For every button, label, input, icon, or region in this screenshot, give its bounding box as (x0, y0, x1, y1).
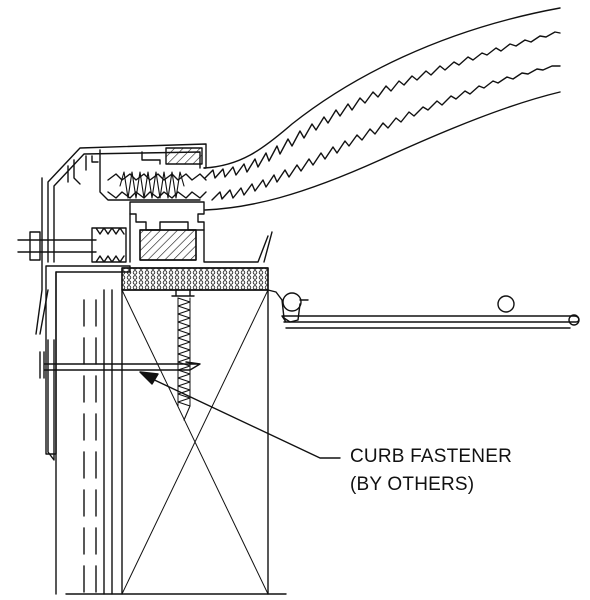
curb-fastener-nail (39, 351, 201, 379)
skirt-flashing (35, 177, 49, 335)
hinge-knuckle (282, 292, 302, 312)
roof-rivet (497, 295, 515, 313)
curb-fastener-arrowhead (139, 371, 159, 385)
callout-line-2: (BY OTHERS) (350, 474, 475, 495)
frame-gasket-zigzag (119, 171, 185, 199)
dome-outer-curve (203, 7, 561, 169)
callout-line-1: CURB FASTENER (350, 446, 513, 467)
thermal-block-outline (139, 229, 197, 261)
wood-curb (121, 289, 269, 595)
dome-upper-sawtooth (204, 31, 561, 179)
frame-gasket-bottom-teeth (107, 191, 207, 199)
dome-lower-sawtooth (211, 65, 561, 201)
threaded-nut (91, 227, 127, 263)
roof-flashing (281, 315, 580, 329)
curb-foam-gasket (121, 267, 269, 291)
t-connector (129, 201, 205, 231)
retainer-top-lip (85, 151, 161, 171)
wood-screw-thread (177, 297, 191, 421)
wood-curb-cross (121, 289, 269, 595)
angle-bracket (45, 265, 131, 455)
thermal-block (139, 229, 197, 261)
wood-screw-thread-edge (177, 297, 191, 407)
wood-screw-shank (171, 289, 195, 297)
retainer-hatched-block (165, 147, 203, 165)
frame-side-walls (129, 213, 273, 263)
hinge-leaf (267, 289, 309, 323)
dome-inner-curve (204, 91, 561, 211)
retainer-left-legs (67, 159, 81, 185)
curb-fastener-leader (145, 375, 341, 459)
side-bolt (17, 231, 97, 261)
lower-skirt-panel (47, 339, 55, 461)
flashing-end-circle (568, 314, 580, 326)
